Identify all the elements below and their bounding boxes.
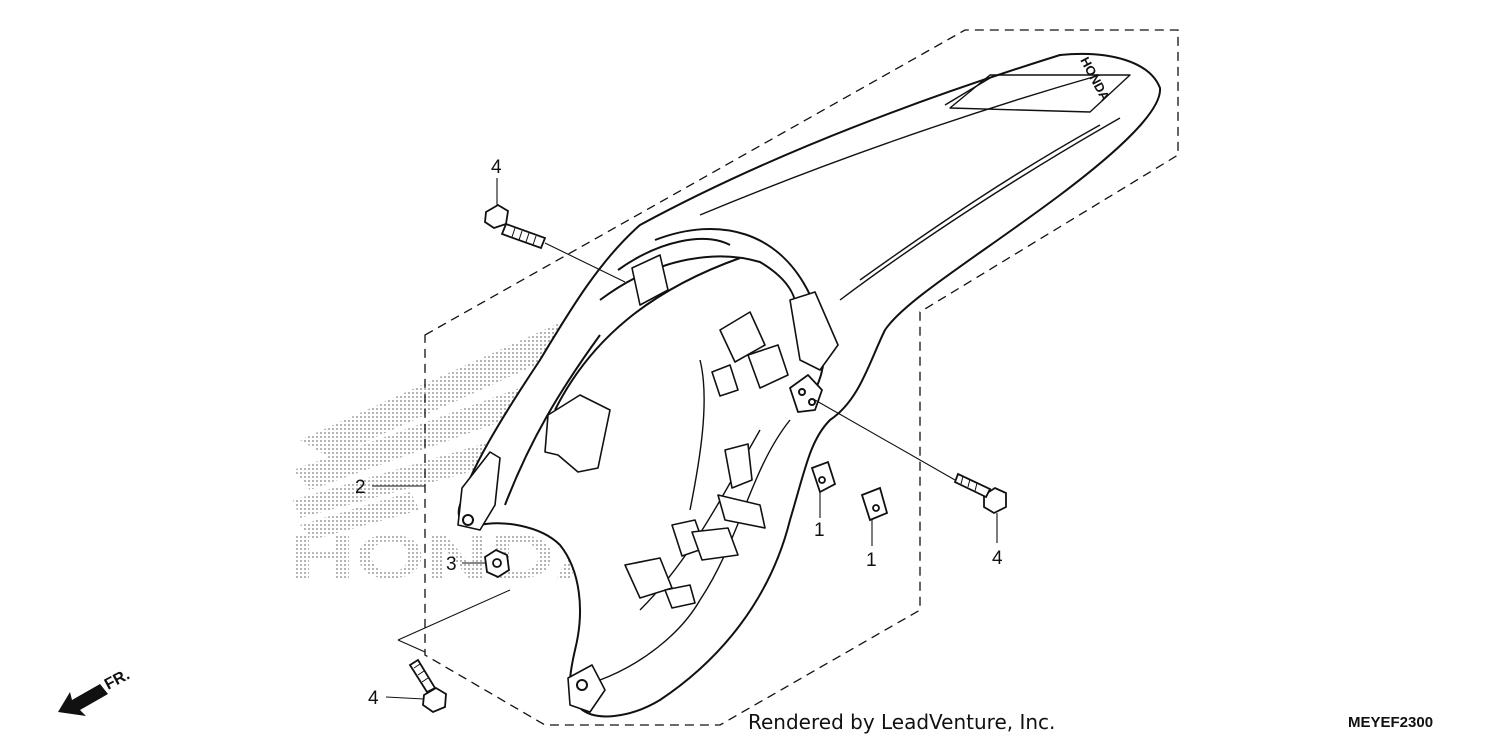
part-label-1: 1 — [814, 520, 825, 541]
front-direction-label: FR. — [102, 666, 133, 693]
part-label-3: 3 — [446, 554, 457, 575]
clip-nut — [810, 460, 837, 494]
rear-fender — [457, 52, 1162, 718]
front-direction-arrow-icon — [58, 684, 108, 716]
flange-nut — [484, 548, 510, 579]
part-label-2: 2 — [355, 477, 366, 498]
leader-lines — [372, 178, 998, 700]
assembly-outline — [424, 29, 1179, 726]
flange-bolt — [953, 472, 1007, 515]
flange-bolt — [408, 658, 447, 714]
clip-nut — [860, 486, 889, 522]
render-credit: Rendered by LeadVenture, Inc. — [748, 710, 1056, 734]
part-label-1: 1 — [866, 550, 877, 571]
diagram-code: MEYEF2300 — [1348, 714, 1434, 731]
part-label-4: 4 — [491, 157, 502, 178]
flange-bolt — [484, 203, 547, 250]
part-label-4: 4 — [992, 548, 1003, 569]
part-label-4: 4 — [368, 688, 379, 709]
